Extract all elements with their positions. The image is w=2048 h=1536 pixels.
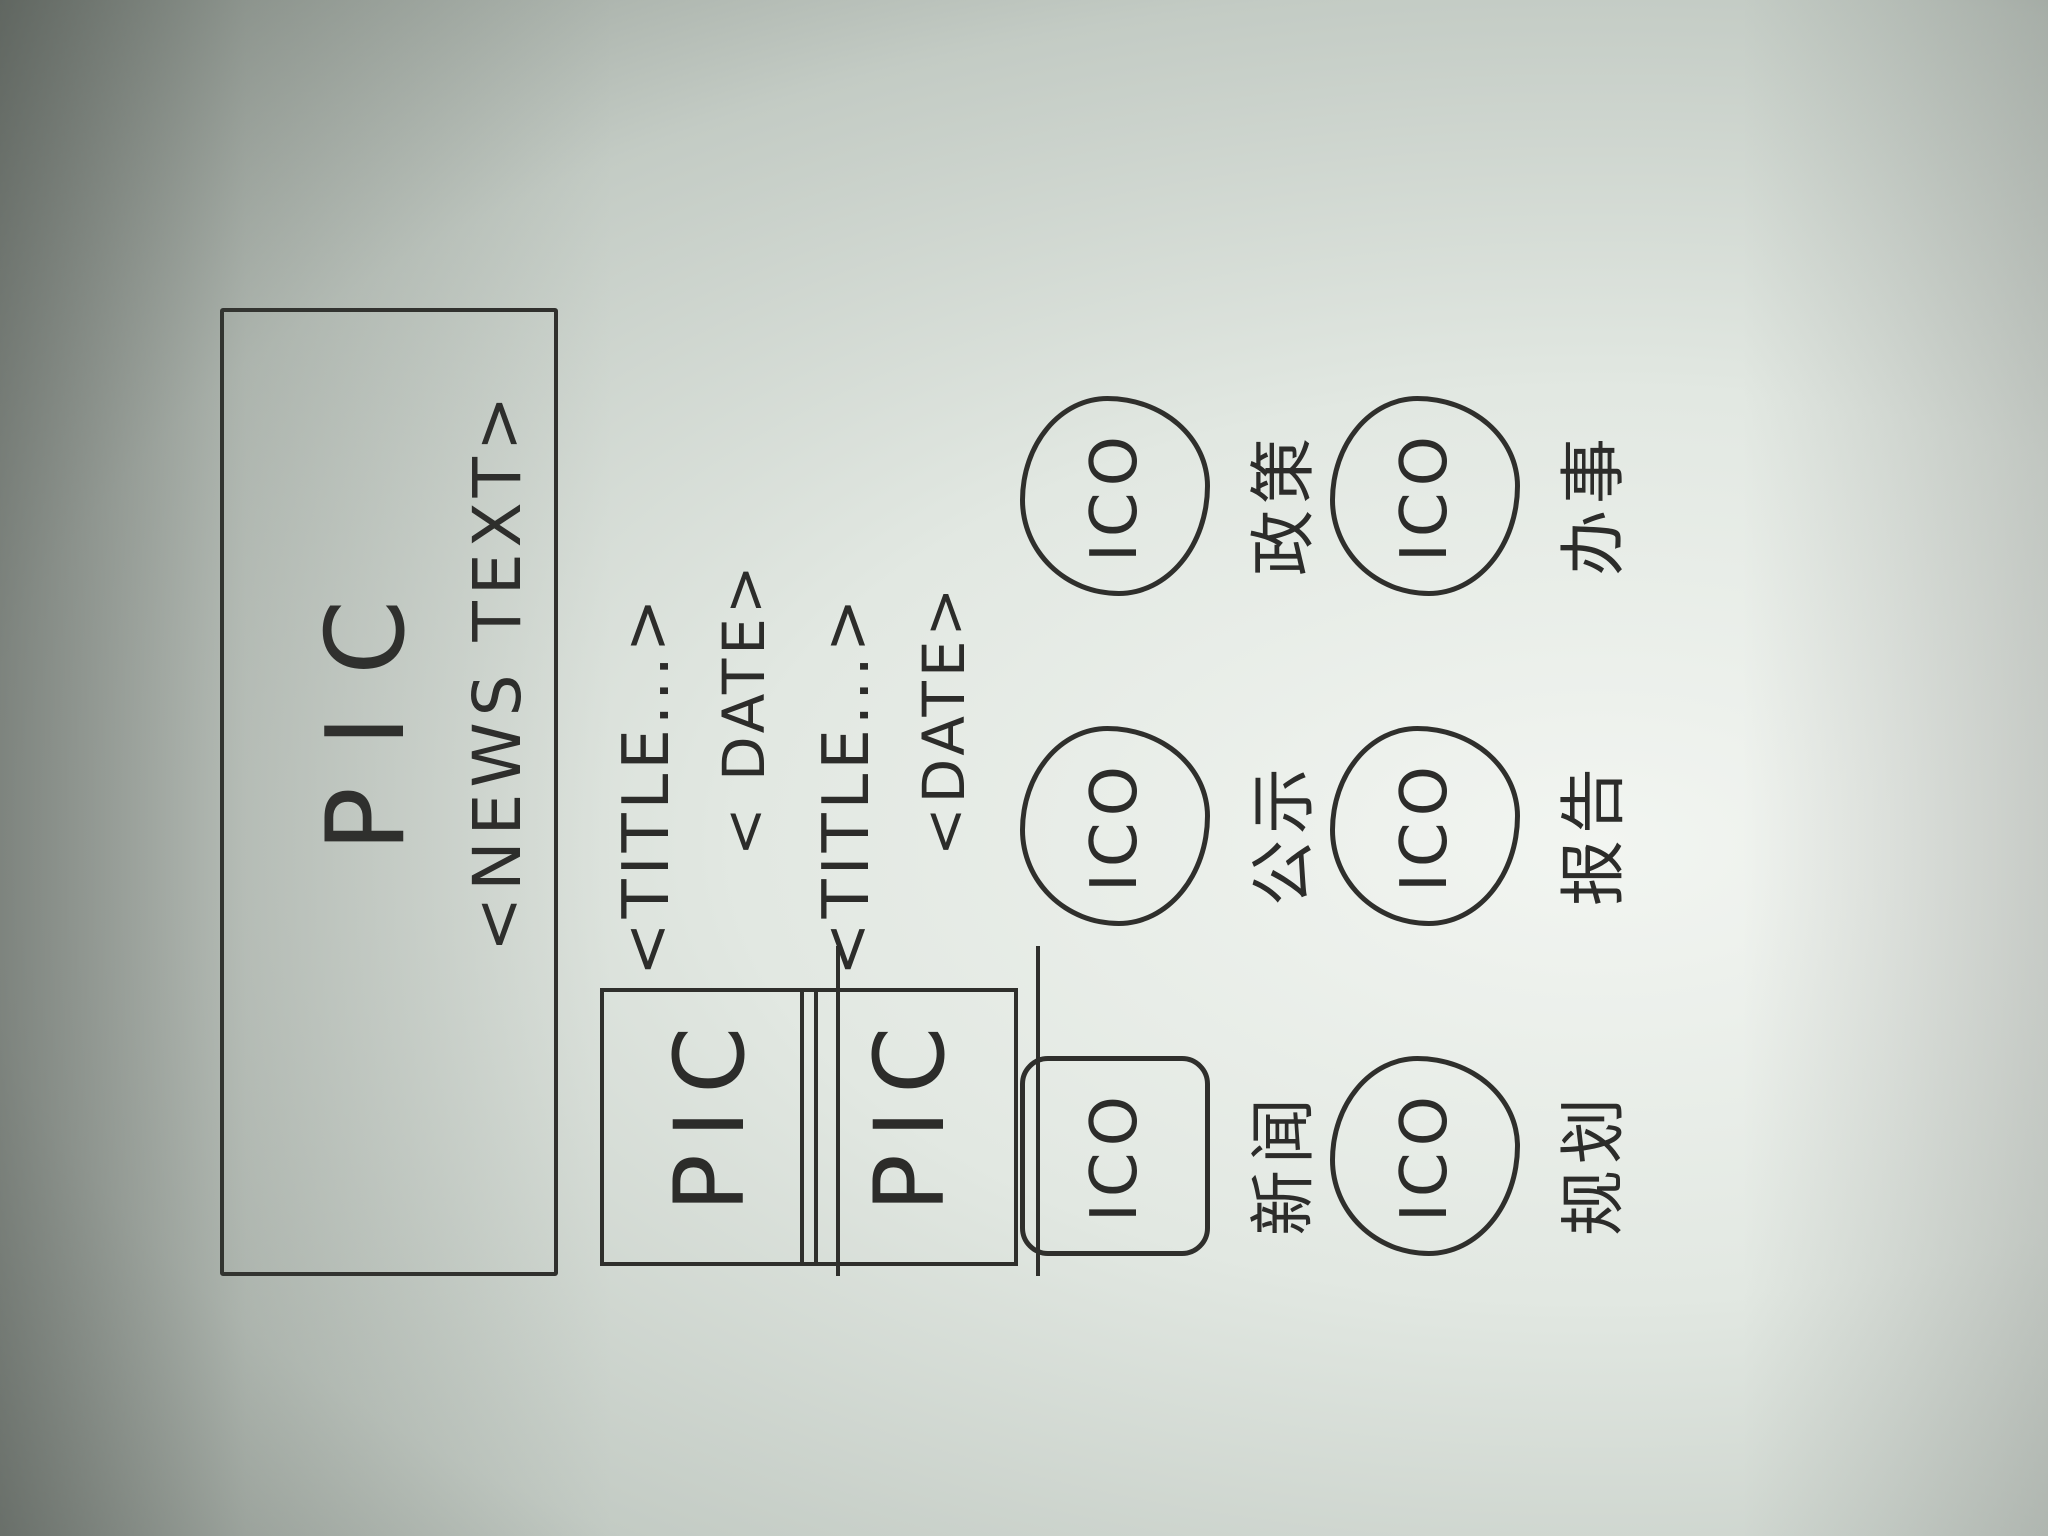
icon-button-report[interactable]: ICO 报告 [1330,666,1730,926]
icon-label: ICO [1388,1090,1462,1222]
thumbnail-pic-label: PIC [654,1010,766,1212]
icon-label: ICO [1388,430,1462,562]
icon-caption: 政策 [1245,432,1322,576]
circle-icon: ICO [1020,396,1210,596]
hero-banner[interactable]: PIC <NEWS TEXT> [220,308,558,1276]
hero-pic-label: PIC [304,559,429,852]
hero-news-text: <NEWS TEXT> [459,389,536,952]
icon-button-planning[interactable]: ICO 规划 [1330,996,1730,1256]
icon-caption: 公示 [1245,762,1322,906]
square-icon: ICO [1020,1056,1210,1256]
circle-icon: ICO [1330,396,1520,596]
circle-icon: ICO [1330,1056,1520,1256]
icon-label: ICO [1078,760,1152,892]
icon-caption: 办事 [1555,432,1632,576]
thumbnail-pic-label: PIC [854,1010,966,1212]
news-title: <TITLE...> [610,594,684,976]
news-list-item[interactable]: PIC <TITLE...> <DATE> [800,316,1040,1276]
news-date: <DATE> [910,583,978,856]
circle-icon: ICO [1020,726,1210,926]
circle-icon: ICO [1330,726,1520,926]
icon-label: ICO [1388,760,1462,892]
icon-button-services[interactable]: ICO 办事 [1330,336,1730,596]
icon-label: ICO [1078,1090,1152,1222]
news-thumbnail: PIC [600,988,818,1266]
icon-caption: 报告 [1555,762,1632,906]
news-thumbnail: PIC [800,988,1018,1266]
icon-label: ICO [1078,430,1152,562]
icon-caption: 新闻 [1245,1092,1322,1236]
icon-caption: 规划 [1555,1092,1632,1236]
news-date: < DATE> [710,561,778,856]
wireframe-sheet: PIC <NEWS TEXT> PIC <TITLE...> < DATE> P… [180,296,2030,1396]
news-title: <TITLE...> [810,594,884,976]
